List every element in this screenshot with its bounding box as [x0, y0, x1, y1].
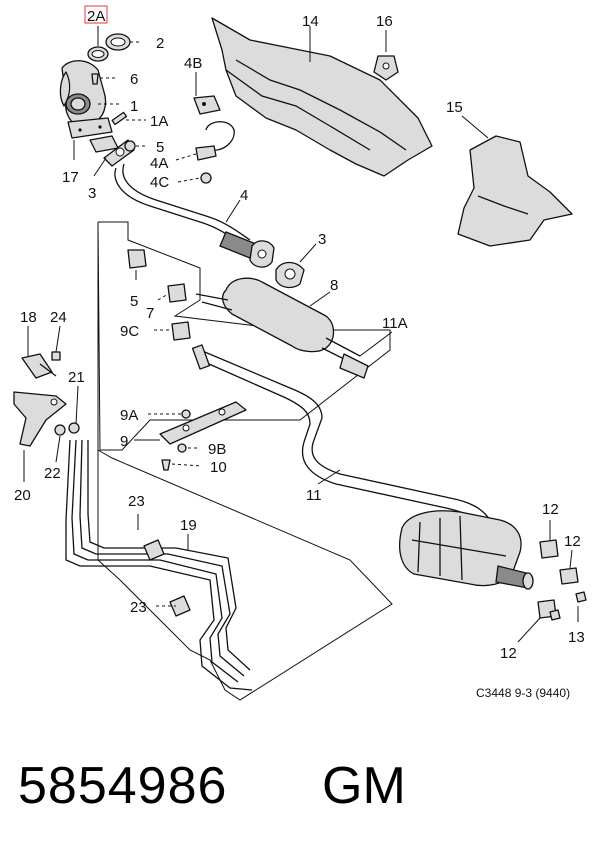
catalytic-converter	[59, 60, 113, 139]
stud-1a	[111, 111, 128, 126]
mount-12b	[559, 567, 579, 585]
nut-4c	[200, 172, 212, 184]
callout-4a: 4A	[150, 155, 168, 172]
callout-9b: 9B	[208, 441, 226, 458]
clip-22	[54, 424, 66, 436]
bracket-9	[159, 401, 247, 445]
hanger-4b	[193, 95, 221, 115]
callout-9c: 9C	[120, 323, 139, 340]
callout-5a: 5	[156, 139, 164, 156]
mount-9c	[171, 321, 191, 341]
lines-19	[65, 439, 253, 691]
callout-12b: 12	[564, 533, 581, 550]
clip-16	[373, 55, 399, 81]
callout-11: 11	[306, 487, 322, 504]
assembly-frame-lower	[97, 449, 393, 701]
drawing-code: C3448 9-3 (9440)	[476, 686, 571, 700]
callout-20: 20	[14, 487, 31, 504]
bracket-20	[13, 391, 67, 447]
leader-lines	[23, 26, 579, 643]
callout-21: 21	[68, 369, 85, 386]
highlight-box-2a	[84, 5, 108, 24]
nut-9a	[181, 409, 191, 419]
nut-5a	[124, 140, 136, 152]
flange-4	[249, 240, 275, 268]
callout-18: 18	[20, 309, 37, 326]
gasket-2	[105, 33, 131, 51]
clip-21	[68, 422, 80, 434]
callout-23a: 23	[128, 493, 145, 510]
callout-2: 2	[156, 35, 164, 52]
heat-shield-14	[211, 17, 433, 177]
callout-4: 4	[240, 187, 248, 204]
clamp-11a	[339, 353, 369, 379]
nut-13	[549, 591, 587, 621]
rear-pipe	[199, 349, 491, 521]
callout-15: 15	[446, 99, 463, 116]
callout-24: 24	[50, 309, 67, 326]
callout-22: 22	[44, 465, 61, 482]
mount-12a	[539, 539, 559, 559]
callout-16: 16	[376, 13, 393, 30]
nut-9b	[177, 443, 187, 453]
callout-4b: 4B	[184, 55, 202, 72]
heat-shield-15	[457, 135, 573, 247]
callout-12a: 12	[542, 501, 559, 518]
center-muffler	[195, 277, 361, 365]
callout-1: 1	[130, 98, 138, 115]
callout-10: 10	[210, 459, 227, 476]
gasket-3b	[275, 261, 305, 289]
callout-13: 13	[568, 629, 585, 646]
callout-3a: 3	[88, 185, 96, 202]
rear-muffler	[399, 510, 534, 590]
brand-name: GM	[322, 757, 406, 815]
sensor-bracket-18	[21, 353, 57, 379]
callout-11a: 11A	[382, 315, 408, 332]
callout-9a: 9A	[120, 407, 138, 424]
rear-pipe-hanger	[191, 344, 211, 370]
mount-7	[167, 283, 187, 303]
callout-3b: 3	[318, 231, 326, 248]
callout-8: 8	[330, 277, 338, 294]
exhaust-system-diagram: 2A 2 6 1 1A 17 3 4B 5 4A 4C 4 3 14 16 15…	[13, 5, 587, 701]
part-number: 5854986	[18, 757, 228, 815]
callout-19: 19	[180, 517, 197, 534]
callout-12c: 12	[500, 645, 517, 662]
callout-23b: 23	[130, 599, 147, 616]
callout-1a: 1A	[150, 113, 168, 130]
clamp-4a	[195, 121, 235, 161]
bolt-10	[161, 459, 171, 471]
clip-24	[51, 351, 61, 361]
callout-14: 14	[302, 13, 319, 30]
callout-4c: 4C	[150, 174, 169, 191]
bracket-17	[89, 135, 119, 153]
mount-5	[127, 249, 147, 269]
assembly-frame	[97, 221, 391, 451]
callout-6: 6	[130, 71, 138, 88]
callout-9: 9	[120, 433, 128, 450]
callout-17: 17	[62, 169, 79, 186]
callout-7: 7	[146, 305, 154, 322]
screw-6	[91, 73, 99, 85]
callout-5b: 5	[130, 293, 138, 310]
gasket-2a	[87, 46, 109, 62]
callout-2a: 2A	[87, 8, 105, 25]
